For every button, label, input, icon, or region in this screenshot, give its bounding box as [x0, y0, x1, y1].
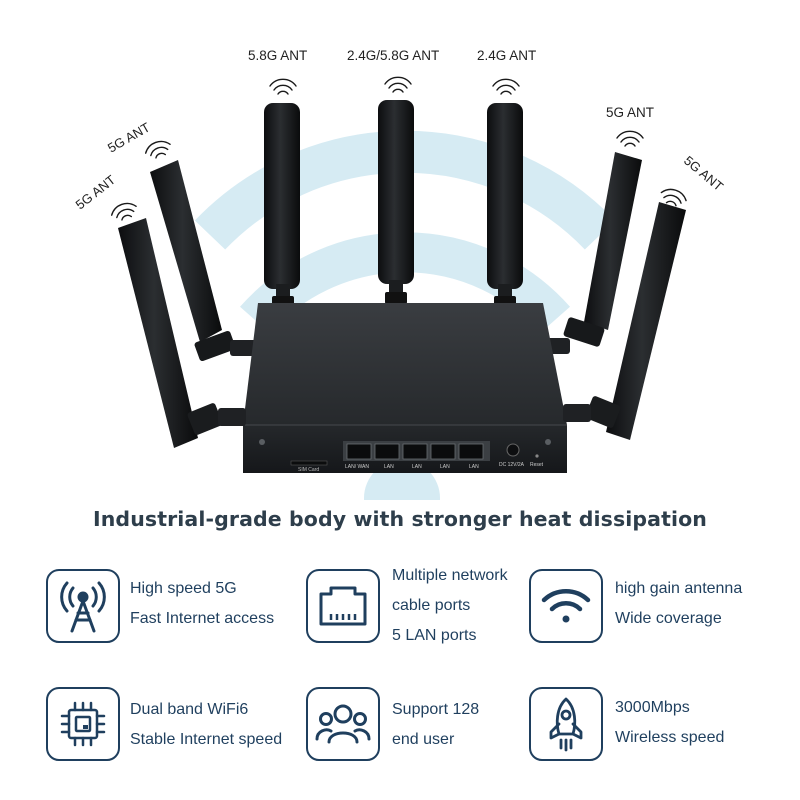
- feature-speed: 3000Mbps Wireless speed: [529, 687, 789, 767]
- antenna-label-5: 2.4G ANT: [477, 48, 536, 63]
- antenna-5: [487, 103, 523, 308]
- antenna-1: [118, 218, 246, 448]
- signal-arcs: [110, 76, 687, 221]
- feature-ports: Multiple network cable ports 5 LAN ports: [306, 567, 566, 649]
- feature-wifi6-line-1: Dual band WiFi6: [130, 701, 249, 718]
- antenna-label-7: 5G ANT: [681, 153, 726, 194]
- dc-power-label: DC 12V/2A: [499, 462, 525, 468]
- chip-icon: [60, 701, 106, 747]
- feature-icon-box: [529, 687, 603, 761]
- router-body: SIM Card LAN/ WAN LAN LAN LAN LAN DC 12V…: [243, 303, 567, 473]
- feature-users-line-1: Support 128: [392, 701, 480, 718]
- feature-users-line-2: end user: [392, 731, 455, 748]
- rocket-icon: [549, 697, 583, 752]
- antenna-label-6: 5G ANT: [606, 105, 654, 120]
- antenna-label-4: 2.4G/5.8G ANT: [347, 48, 439, 63]
- feature-antenna-line-1: high gain antenna: [615, 580, 743, 597]
- antenna-label-1: 5G ANT: [73, 172, 119, 212]
- feature-ports-line-2: cable ports: [392, 597, 471, 614]
- antenna-label-3: 5.8G ANT: [248, 48, 307, 63]
- feature-5g-line-1: High speed 5G: [130, 580, 237, 597]
- router-hero-image: 5G ANT 5G ANT 5.8G ANT 2.4G/5.8G ANT 2.4…: [73, 48, 726, 500]
- feature-icon-box: [306, 687, 380, 761]
- antenna-7: [563, 202, 686, 440]
- feature-ports-line-1: Multiple network: [392, 567, 508, 584]
- feature-users: Support 128 end user: [306, 687, 566, 767]
- feature-icon-box: [46, 569, 120, 643]
- feature-antenna: high gain antenna Wide coverage: [529, 569, 789, 649]
- feature-icon-box: [306, 569, 380, 643]
- port-label-2: LAN: [384, 464, 394, 470]
- antenna-3: [264, 103, 300, 308]
- port-label-3: LAN: [412, 464, 422, 470]
- feature-icon-box: [529, 569, 603, 643]
- feature-5g: High speed 5G Fast Internet access: [46, 569, 306, 649]
- antenna-label-2: 5G ANT: [105, 119, 153, 155]
- feature-speed-line-2: Wireless speed: [615, 729, 725, 746]
- port-label-1: LAN/ WAN: [345, 464, 369, 470]
- reset-label: Reset: [530, 462, 544, 468]
- users-icon: [315, 704, 371, 744]
- feature-antenna-line-2: Wide coverage: [615, 610, 722, 627]
- antenna-4: [378, 100, 414, 304]
- feature-speed-line-1: 3000Mbps: [615, 699, 690, 716]
- ethernet-port-icon: [319, 586, 367, 626]
- 5g-tower-icon: [60, 581, 106, 633]
- sim-card-label: SIM Card: [298, 467, 319, 473]
- feature-ports-line-3: 5 LAN ports: [392, 627, 477, 644]
- wifi-signal-icon: [541, 589, 591, 623]
- feature-5g-line-2: Fast Internet access: [130, 610, 275, 627]
- port-label-4: LAN: [440, 464, 450, 470]
- port-label-5: LAN: [469, 464, 479, 470]
- tagline: Industrial-grade body with stronger heat…: [93, 507, 707, 531]
- feature-icon-box: [46, 687, 120, 761]
- feature-wifi6: Dual band WiFi6 Stable Internet speed: [46, 687, 306, 767]
- feature-wifi6-line-2: Stable Internet speed: [130, 731, 283, 748]
